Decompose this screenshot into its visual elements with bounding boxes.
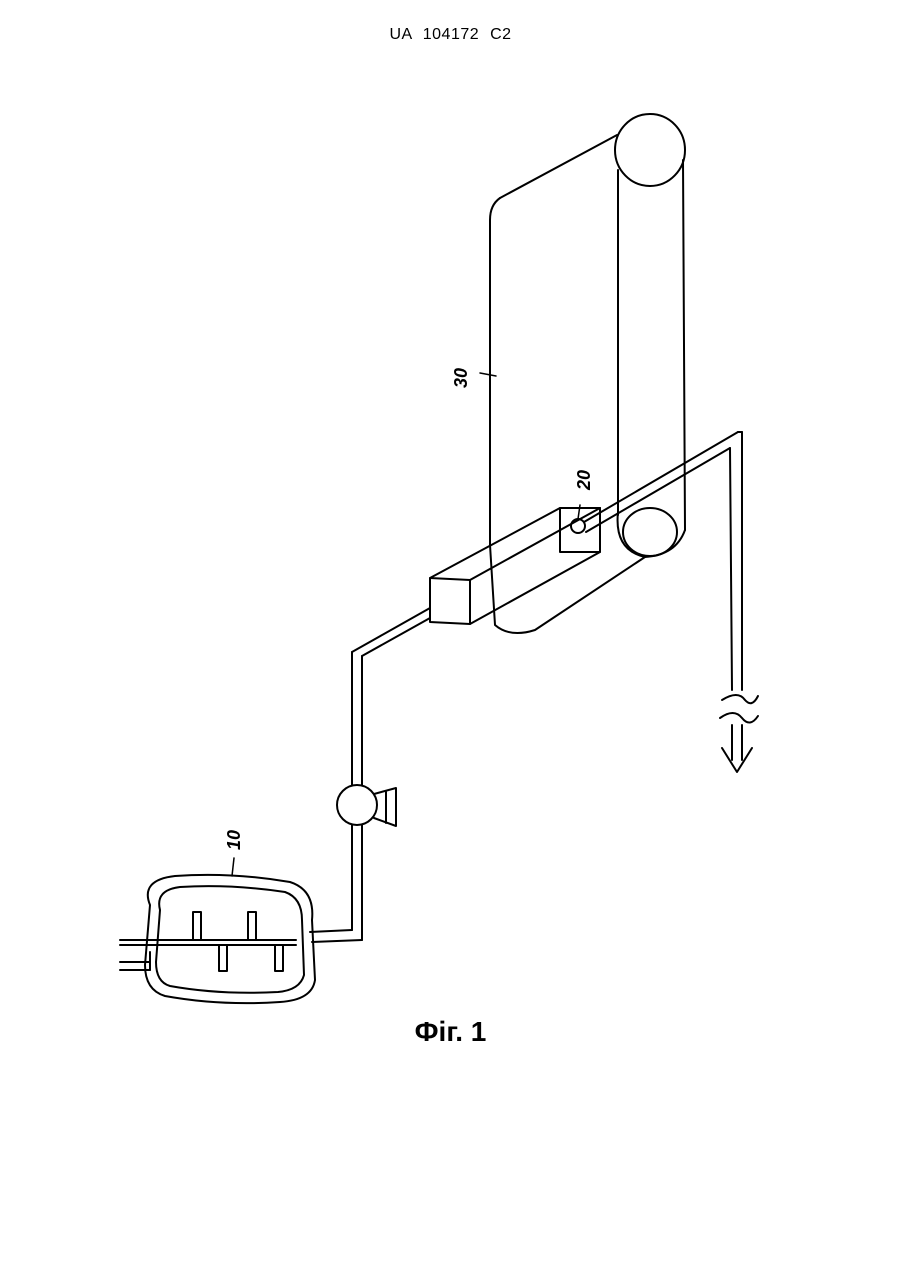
ref-label-conveyor: 30	[451, 368, 471, 388]
top-roller-face	[615, 114, 685, 186]
pump	[337, 785, 396, 826]
bottom-roller-face	[623, 508, 677, 556]
return-pipe	[584, 432, 758, 772]
ref-label-vessel: 10	[224, 830, 244, 850]
conveyor-belt	[480, 114, 685, 633]
mixing-vessel	[120, 858, 315, 1003]
ref-label-applicator: 20	[574, 470, 594, 491]
figure-caption: Фіг. 1	[0, 1016, 901, 1048]
pump-body	[337, 785, 377, 825]
applicator-box	[430, 505, 600, 624]
supply-pipe	[310, 608, 430, 942]
